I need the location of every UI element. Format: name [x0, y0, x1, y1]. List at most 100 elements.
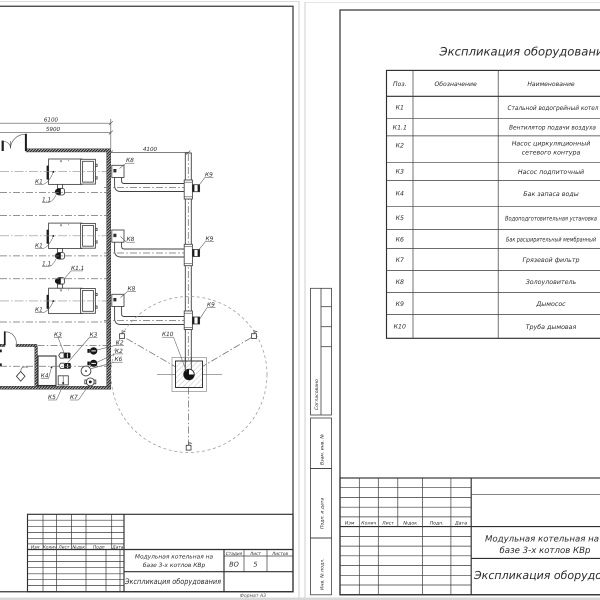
svg-text:№док: №док: [402, 521, 417, 527]
svg-text:Подп: Подп: [93, 544, 105, 550]
label-k3-1: К3: [54, 331, 62, 338]
wall-stub-1: [0, 349, 2, 353]
svg-text:Стальной водогрейный котел: Стальной водогрейный котел: [508, 105, 599, 112]
svg-text:Труба дымовая: Труба дымовая: [526, 324, 577, 331]
svg-text:Наименование: Наименование: [527, 81, 575, 88]
door-leaf-inner: [3, 331, 6, 346]
label-k9-2: К9: [206, 236, 214, 243]
svg-text:Колич: Колич: [43, 544, 57, 550]
chimney: К10: [110, 296, 268, 453]
label-k3-2: К3: [90, 331, 98, 338]
table-row: К5 Водоподготовительная установка: [396, 215, 597, 222]
wall-bottom: [0, 386, 112, 390]
equipment-table: Поз. Обозначение Наименование К1 Стальной…: [385, 69, 600, 339]
floor-drain: [15, 370, 26, 382]
svg-text:Золоуловитель: Золоуловитель: [526, 279, 577, 286]
label-fan-3: К1.1: [71, 265, 84, 272]
left-format-note: Формат А3: [240, 593, 266, 599]
svg-text:Обозначение: Обозначение: [434, 81, 477, 88]
label-k5: К5: [48, 394, 56, 401]
dim-width-outer: 6100: [44, 117, 59, 124]
left-tb-sheet-value: 5: [253, 561, 257, 569]
label-k6: К6: [115, 356, 123, 363]
door-swing-arc-inner: [5, 331, 17, 345]
axis-lines: [0, 171, 107, 367]
svg-text:Дата: Дата: [111, 544, 123, 550]
svg-text:Дымосос: Дымосос: [535, 301, 566, 308]
expansion-tank-k6: К6: [80, 356, 123, 377]
water-tank-k4: [37, 355, 57, 387]
svg-text:Изм: Изм: [345, 521, 355, 527]
svg-text:Лист: Лист: [58, 544, 70, 550]
svg-text:К5: К5: [396, 215, 404, 222]
right-tb-doc-title: Экспликация оборудования: [473, 569, 600, 582]
left-tb-project-2: базе 3-х котлов КВр: [143, 562, 206, 569]
svg-text:Поз.: Поз.: [393, 81, 407, 88]
left-tb-stage-value: ВО: [229, 561, 239, 569]
left-tb-project-1: Модульная котельная на: [135, 554, 214, 561]
right-sheet: Согласовано Взам. инв. № Подп. и дата Ин…: [304, 2, 600, 598]
table-row: К8 Золоуловитель: [396, 279, 577, 286]
margin-sign-date: Подп. и дата: [320, 498, 326, 529]
water-treatment-k5: К5: [48, 375, 69, 401]
svg-text:К4: К4: [396, 191, 404, 198]
wall-right: [106, 148, 111, 390]
svg-text:К1.1: К1.1: [393, 124, 407, 131]
right-tb-project-2: базе 3-х котлов КВр: [500, 546, 592, 556]
door-jamb-left: [1, 140, 4, 151]
flue-row-1: [104, 164, 201, 200]
svg-text:К8: К8: [396, 279, 404, 286]
drain-pipe: [20, 366, 28, 372]
guy-wire-circle: [110, 296, 268, 453]
right-sheet-paper: [304, 2, 600, 598]
label-boiler-3: К1: [35, 307, 43, 314]
label-k9-1: К9: [205, 171, 213, 178]
svg-text:Подп.: Подп.: [430, 521, 444, 527]
label-fan-2: 1.1: [42, 260, 51, 267]
label-k9-3: К9: [207, 302, 215, 309]
svg-text:Бак запаса воды: Бак запаса воды: [523, 191, 578, 198]
svg-text:К2: К2: [396, 143, 404, 150]
walls: [0, 133, 112, 390]
wall-inner-left: [0, 344, 6, 347]
svg-text:Водоподготовительная установка: Водоподготовительная установка: [505, 215, 597, 222]
left-tb-sheets-label: Листов: [271, 551, 289, 557]
mud-filter-k7: К7: [70, 377, 97, 401]
label-k4: К4: [41, 373, 49, 380]
label-fan-1: 1.1: [42, 196, 51, 203]
k9-labels: К9 К9 К9: [198, 171, 216, 319]
pump-room: К4 К3 К3: [15, 331, 124, 401]
guy-anchors: [119, 330, 258, 451]
label-k2-1: К2: [116, 339, 124, 346]
label-k2-2: К2: [115, 348, 123, 355]
label-k10: К10: [162, 331, 174, 338]
dim-flue-offset: 4100: [143, 146, 158, 153]
left-sheet: 6100 5900 4100: [0, 1, 300, 599]
circulation-pumps-k2: К2 К2: [87, 339, 124, 368]
door-jamb-right: [24, 133, 27, 151]
svg-text:Грязевой фильтр: Грязевой фильтр: [522, 257, 579, 264]
table-header: Поз. Обозначение Наименование: [393, 81, 575, 88]
label-k8-2: К8: [127, 236, 135, 243]
left-tb-sheet-label: Лист: [249, 551, 261, 557]
dimensions: 6100 5900 4100: [0, 117, 191, 155]
label-k8-3: К8: [128, 286, 136, 293]
flue-row-2: [104, 229, 201, 267]
margin-stamps: Согласовано Взам. инв. № Подп. и дата Ин…: [310, 287, 332, 596]
right-tb-project-1: Модульная котельная на: [485, 535, 599, 545]
svg-text:Изм: Изм: [31, 544, 40, 550]
svg-text:К1: К1: [396, 105, 404, 112]
left-tb-header: Изм Колич Лист №док Подп Дата: [31, 544, 124, 550]
right-sheet-title: Экспликация оборудования: [439, 45, 600, 59]
svg-text:Бак расширительный мембранный: Бак расширительный мембранный: [506, 237, 596, 244]
left-title-block: Изм Колич Лист №док Подп Дата: [26, 513, 294, 599]
table-row: К1 Стальной водогрейный котел: [396, 105, 599, 112]
svg-text:Дата: Дата: [454, 521, 467, 527]
